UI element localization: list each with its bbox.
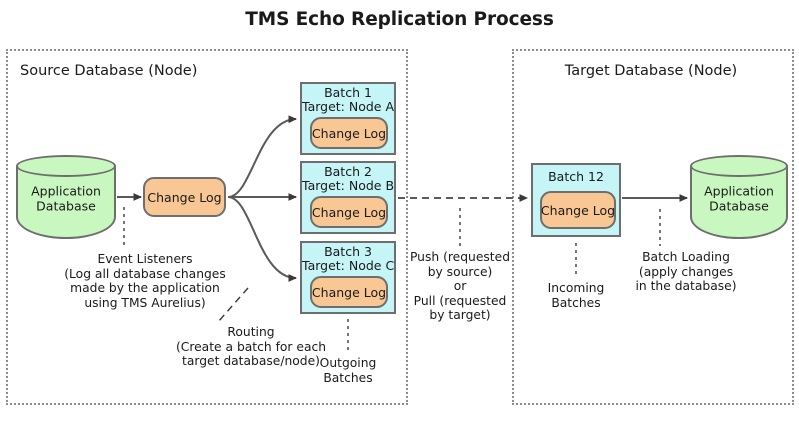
note-event-listeners: Event Listeners (Log all database change… <box>64 252 226 310</box>
cylinder-top <box>690 155 788 177</box>
cylinder-body <box>690 166 788 239</box>
batch-box-3: Batch 3 Target: Node C Change Log <box>300 241 396 314</box>
batch-3-change-log: Change Log <box>310 276 388 308</box>
target-database-label: Application Database <box>704 183 774 214</box>
source-application-database: Application Database <box>16 155 116 239</box>
batch-box-1: Batch 1 Target: Node A Change Log <box>300 82 396 155</box>
batch-12-change-log: Change Log <box>540 191 616 229</box>
batch-1-name: Batch 1 <box>324 85 372 100</box>
batch-1-target: Target: Node A <box>302 99 395 114</box>
cylinder-body <box>16 166 116 239</box>
batch-12-name: Batch 12 <box>548 169 604 184</box>
note-outgoing-batches: Outgoing Batches <box>319 356 377 385</box>
batch-2-target: Target: Node B <box>302 178 395 193</box>
note-push-pull: Push (requested by source) or Pull (requ… <box>409 250 510 323</box>
source-change-log: Change Log <box>143 177 226 217</box>
source-database-label: Application Database <box>31 183 101 214</box>
target-panel-title: Target Database (Node) <box>564 63 738 79</box>
note-routing: Routing (Create a batch for each target … <box>175 325 327 369</box>
batch-1-change-log: Change Log <box>310 117 388 149</box>
target-database-panel <box>512 49 794 405</box>
source-database-panel <box>6 49 408 405</box>
batch-box-12: Batch 12 Change Log <box>531 163 621 237</box>
note-incoming-batches: Incoming Batches <box>547 281 605 310</box>
batch-box-2: Batch 2 Target: Node B Change Log <box>300 161 396 234</box>
batch-3-target: Target: Node C <box>302 258 395 273</box>
batch-2-name: Batch 2 <box>324 164 372 179</box>
batch-2-change-log: Change Log <box>310 196 388 228</box>
target-application-database: Application Database <box>690 155 788 239</box>
note-batch-loading: Batch Loading (apply changes in the data… <box>635 250 737 294</box>
batch-3-name: Batch 3 <box>324 244 372 259</box>
cylinder-top <box>16 155 116 177</box>
source-panel-title: Source Database (Node) <box>20 63 198 79</box>
page-title: TMS Echo Replication Process <box>245 9 554 30</box>
